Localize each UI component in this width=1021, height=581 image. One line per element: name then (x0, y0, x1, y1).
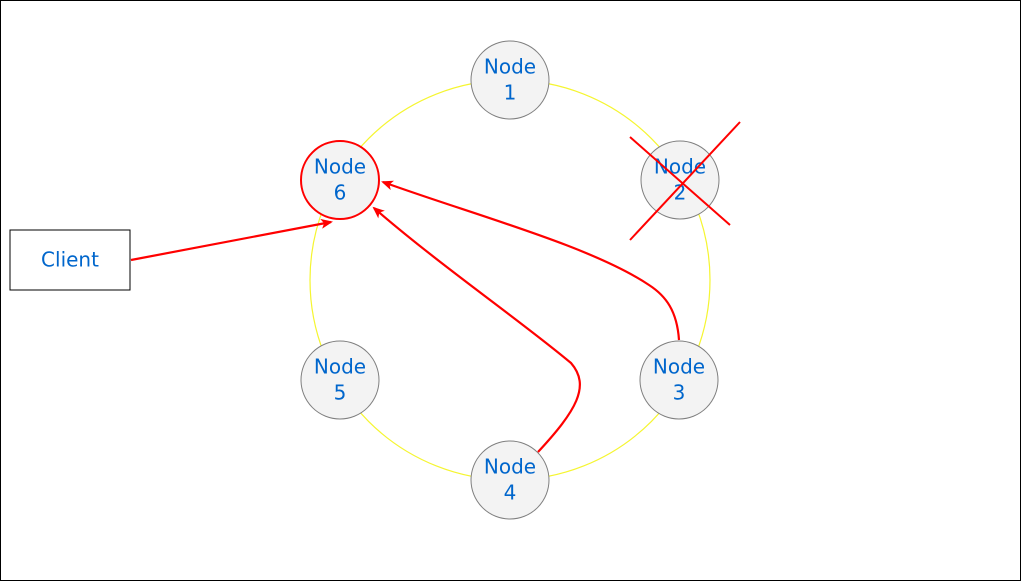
node-1-circle (470, 40, 550, 120)
node-4-circle (470, 440, 550, 520)
node-1[interactable]: Node 1 (470, 40, 550, 120)
edge-node-3-to-node-6 (381, 180, 681, 341)
node-1-label-line2: 1 (504, 81, 517, 105)
node-4[interactable]: Node 4 (470, 440, 550, 520)
node-6-circle (300, 140, 380, 220)
node-2-label-line2: 2 (674, 181, 687, 205)
node-3[interactable]: Node 3 (639, 340, 719, 420)
failed-cross-icon (629, 121, 741, 241)
hash-ring (309, 79, 711, 481)
node-5-label-line2: 5 (334, 381, 347, 405)
node-5[interactable]: Node 5 (300, 340, 380, 420)
node-5-label-line1: Node (314, 355, 366, 379)
edge-node-4-to-node-6 (372, 206, 581, 453)
node-4-label-line2: 4 (504, 481, 517, 505)
node-4-label-line1: Node (484, 455, 536, 479)
node-1-label-line1: Node (484, 55, 536, 79)
node-3-label-line2: 3 (673, 381, 686, 405)
node-3-label-line1: Node (653, 355, 705, 379)
node-2[interactable]: Node 2 (629, 121, 741, 241)
client-box[interactable]: Client (9, 229, 131, 291)
node-6[interactable]: Node 6 (300, 140, 380, 220)
node-6-label-line1: Node (314, 155, 366, 179)
client-label: Client (41, 248, 99, 272)
edge-client-to-node-6 (130, 218, 333, 262)
node-6-label-line2: 6 (334, 181, 347, 205)
node-3-circle (639, 340, 719, 420)
node-5-circle (300, 340, 380, 420)
